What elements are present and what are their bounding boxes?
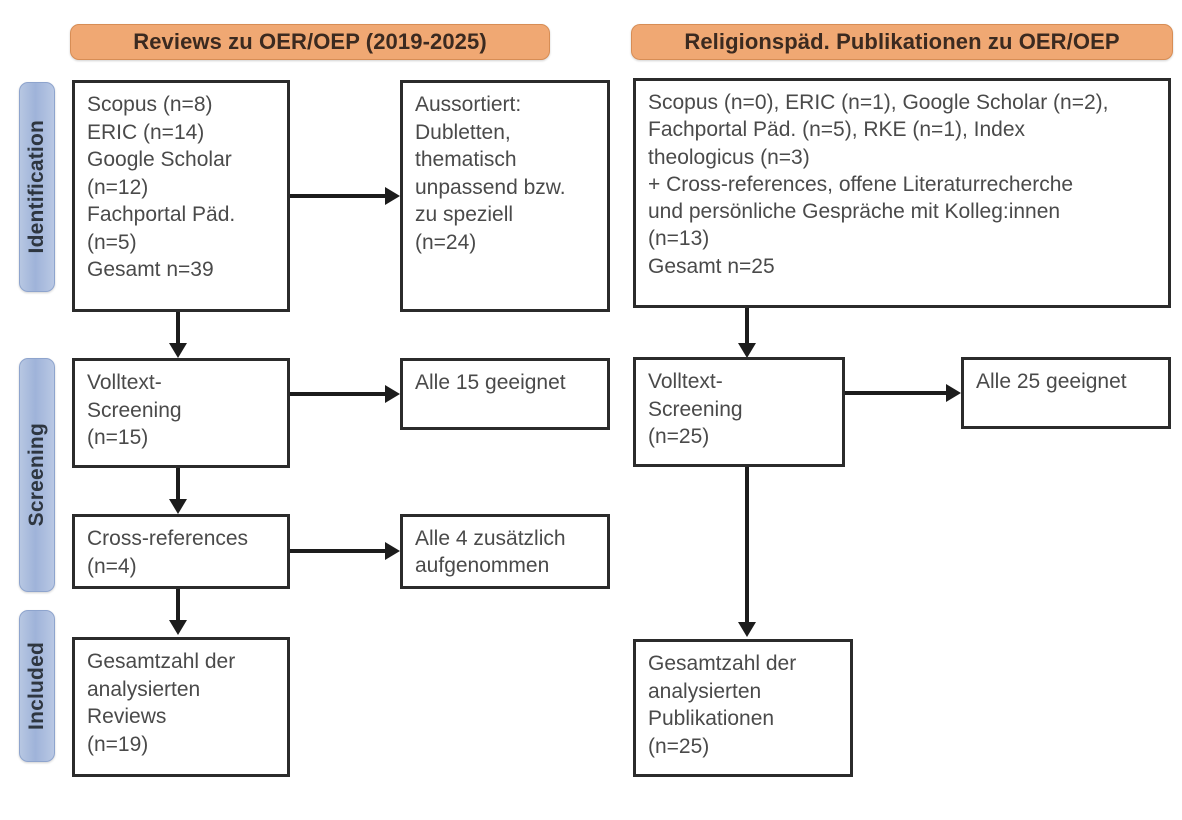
box-right-fulltext-screening: Volltext- Screening (n=25) xyxy=(633,357,845,467)
connector-left-crossrefs-to-included xyxy=(176,589,180,620)
connector-right-sources-to-fulltext xyxy=(745,308,749,343)
arrowhead-right-sources-to-fulltext xyxy=(738,343,756,358)
box-right-sources: Scopus (n=0), ERIC (n=1), Google Scholar… xyxy=(633,78,1171,308)
box-left-sources: Scopus (n=8) ERIC (n=14) Google Scholar … xyxy=(72,80,290,312)
phase-label-screening: Screening xyxy=(25,423,48,527)
column-header-right: Religionspäd. Publikationen zu OER/OEP xyxy=(631,24,1173,60)
box-right-included: Gesamtzahl der analysierten Publikatione… xyxy=(633,639,853,777)
box-left-crossrefs-text: Cross-references (n=4) xyxy=(87,527,249,578)
connector-right-fulltext-to-result xyxy=(845,391,946,395)
box-left-fulltext-screening-text: Volltext- Screening (n=15) xyxy=(87,371,182,449)
box-left-excluded-text: Aussortiert: Dubletten, thematisch unpas… xyxy=(415,93,566,254)
box-left-fulltext-result-text: Alle 15 geeignet xyxy=(415,371,566,394)
box-right-included-text: Gesamtzahl der analysierten Publikatione… xyxy=(648,652,797,758)
arrowhead-left-fulltext-to-crossrefs xyxy=(169,499,187,514)
box-left-crossrefs: Cross-references (n=4) xyxy=(72,514,290,589)
arrowhead-right-fulltext-to-included xyxy=(738,622,756,637)
phase-bar-included: Included xyxy=(19,610,55,762)
box-right-fulltext-screening-text: Volltext- Screening (n=25) xyxy=(648,370,743,448)
box-left-crossrefs-result-text: Alle 4 zusätzlich aufgenommen xyxy=(415,527,566,578)
arrowhead-left-sources-to-fulltext xyxy=(169,343,187,358)
arrowhead-left-sources-to-excluded xyxy=(385,187,400,205)
box-right-fulltext-result-text: Alle 25 geeignet xyxy=(976,370,1127,393)
arrowhead-left-fulltext-to-result xyxy=(385,385,400,403)
connector-left-crossrefs-to-result xyxy=(290,549,385,553)
phase-label-identification: Identification xyxy=(25,120,48,254)
connector-left-fulltext-to-crossrefs xyxy=(176,468,180,499)
box-left-sources-text: Scopus (n=8) ERIC (n=14) Google Scholar … xyxy=(87,93,236,281)
phase-bar-identification: Identification xyxy=(19,82,55,292)
phase-bar-screening: Screening xyxy=(19,358,55,592)
phase-label-included: Included xyxy=(25,642,48,730)
column-header-right-label: Religionspäd. Publikationen zu OER/OEP xyxy=(684,29,1120,54)
arrowhead-right-fulltext-to-result xyxy=(946,384,961,402)
box-right-fulltext-result: Alle 25 geeignet xyxy=(961,357,1171,429)
box-left-included-text: Gesamtzahl der analysierten Reviews (n=1… xyxy=(87,650,236,756)
box-right-sources-text: Scopus (n=0), ERIC (n=1), Google Scholar… xyxy=(648,91,1109,278)
column-header-left-label: Reviews zu OER/OEP (2019-2025) xyxy=(133,29,487,54)
box-left-fulltext-screening: Volltext- Screening (n=15) xyxy=(72,358,290,468)
box-left-crossrefs-result: Alle 4 zusätzlich aufgenommen xyxy=(400,514,610,589)
connector-left-fulltext-to-result xyxy=(290,392,385,396)
connector-left-sources-to-excluded xyxy=(290,194,385,198)
box-left-included: Gesamtzahl der analysierten Reviews (n=1… xyxy=(72,637,290,777)
connector-right-fulltext-to-included xyxy=(745,467,749,627)
connector-left-sources-to-fulltext xyxy=(176,312,180,343)
arrowhead-left-crossrefs-to-included xyxy=(169,620,187,635)
box-left-excluded: Aussortiert: Dubletten, thematisch unpas… xyxy=(400,80,610,312)
box-left-fulltext-result: Alle 15 geeignet xyxy=(400,358,610,430)
arrowhead-left-crossrefs-to-result xyxy=(385,542,400,560)
column-header-left: Reviews zu OER/OEP (2019-2025) xyxy=(70,24,550,60)
